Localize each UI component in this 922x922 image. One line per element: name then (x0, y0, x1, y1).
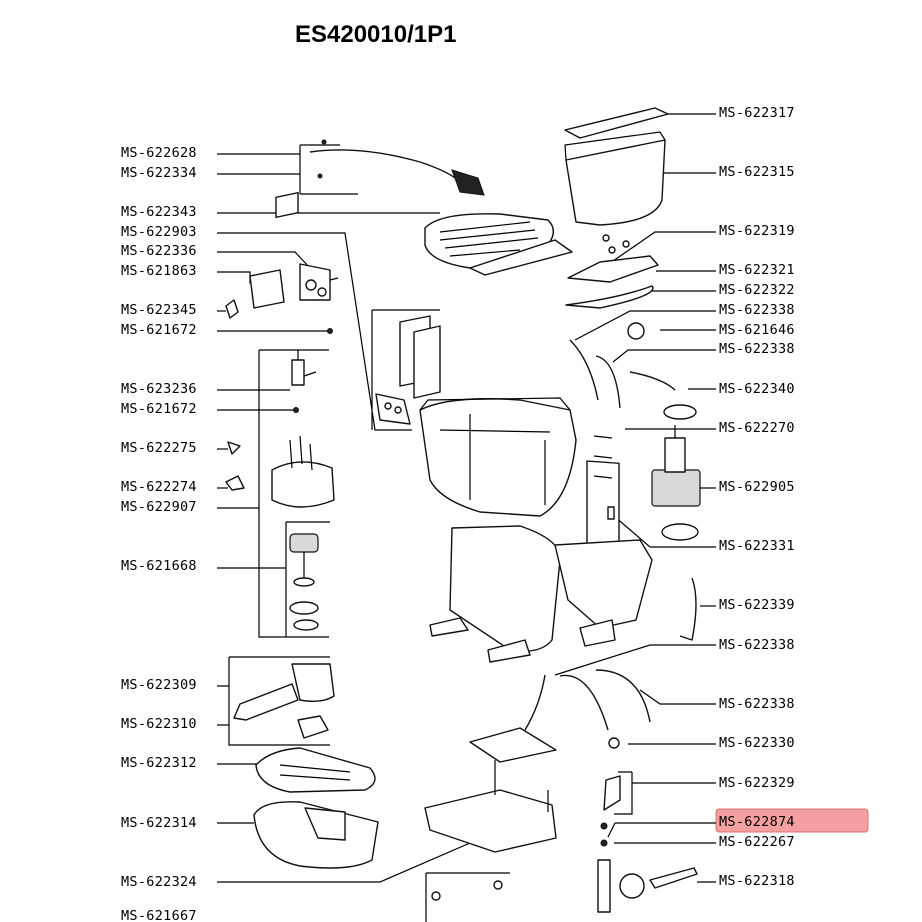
part-label[interactable]: MS-622324 (121, 874, 197, 890)
part-label[interactable]: MS-622315 (719, 164, 795, 180)
part-label[interactable]: MS-622309 (121, 677, 197, 693)
part-label[interactable]: MS-622907 (121, 499, 197, 515)
part-label[interactable]: MS-622338 (719, 637, 795, 653)
part-label[interactable]: MS-622903 (121, 224, 197, 240)
part-label[interactable]: MS-622321 (719, 262, 795, 278)
part-label[interactable]: MS-622339 (719, 597, 795, 613)
part-label[interactable]: MS-622270 (719, 420, 795, 436)
part-label[interactable]: MS-622338 (719, 341, 795, 357)
pump-part (651, 469, 701, 507)
wand-part (597, 859, 611, 913)
boiler-part (271, 461, 335, 508)
main-housing-lower-part (449, 525, 561, 652)
highlighted-part-box (715, 808, 869, 833)
water-tank-part (565, 139, 666, 226)
drip-tray-grid-part (255, 747, 376, 793)
part-label[interactable]: MS-622275 (121, 440, 197, 456)
right-part-labels: MS-622317 MS-622315 MS-622319 MS-622321 … (719, 105, 795, 889)
part-label[interactable]: MS-621672 (121, 322, 197, 338)
part-label[interactable]: MS-621667 (121, 908, 197, 922)
part-label[interactable]: MS-621863 (121, 263, 197, 279)
part-label[interactable]: MS-622336 (121, 243, 197, 259)
part-label[interactable]: MS-622331 (719, 538, 795, 554)
part-label[interactable]: MS-622310 (121, 716, 197, 732)
parts-illustrations (225, 107, 701, 913)
part-label[interactable]: MS-622317 (719, 105, 795, 121)
part-label[interactable]: MS-622330 (719, 735, 795, 751)
part-label[interactable]: MS-622334 (121, 165, 197, 181)
part-label[interactable]: MS-622343 (121, 204, 197, 220)
part-label[interactable]: MS-621672 (121, 401, 197, 417)
part-label[interactable]: MS-622628 (121, 145, 197, 161)
valve-part (291, 359, 305, 386)
switch-plate-part (275, 191, 299, 219)
part-label[interactable]: MS-622905 (719, 479, 795, 495)
main-housing-upper-part (419, 398, 577, 517)
tank-valve-part (567, 255, 659, 283)
part-label[interactable]: MS-622874 (719, 814, 795, 830)
part-label[interactable]: MS-622329 (719, 775, 795, 791)
part-label[interactable]: MS-621668 (121, 558, 197, 574)
left-part-labels: MS-622628 MS-622334 MS-622343 MS-622903 … (121, 145, 197, 922)
diagram-title: ES420010/1P1 (295, 21, 456, 48)
measuring-spoon-part (649, 867, 698, 889)
part-label[interactable]: MS-622318 (719, 873, 795, 889)
rear-frame-part (554, 539, 653, 629)
part-label[interactable]: MS-622338 (719, 302, 795, 318)
cup-tray-grill-part (424, 213, 554, 269)
portafilter-part (291, 663, 335, 703)
part-label[interactable]: MS-621646 (719, 322, 795, 338)
base-plate-part (424, 789, 557, 853)
part-label[interactable]: MS-622340 (719, 381, 795, 397)
part-label[interactable]: MS-622338 (719, 696, 795, 712)
part-label[interactable]: MS-623236 (121, 381, 197, 397)
part-label[interactable]: MS-622322 (719, 282, 795, 298)
right-leader-lines (554, 113, 716, 883)
part-label[interactable]: MS-622312 (121, 755, 197, 771)
part-label[interactable]: MS-622267 (719, 834, 795, 850)
part-label[interactable]: MS-622274 (121, 479, 197, 495)
part-label[interactable]: MS-622345 (121, 302, 197, 318)
control-board-part (586, 460, 620, 548)
power-plug-part (451, 169, 485, 196)
part-label[interactable]: MS-622319 (719, 223, 795, 239)
tank-gasket-part (565, 285, 654, 309)
part-label[interactable]: MS-622314 (121, 815, 197, 831)
tank-lid-part (564, 107, 669, 139)
left-leader-lines (217, 144, 510, 922)
